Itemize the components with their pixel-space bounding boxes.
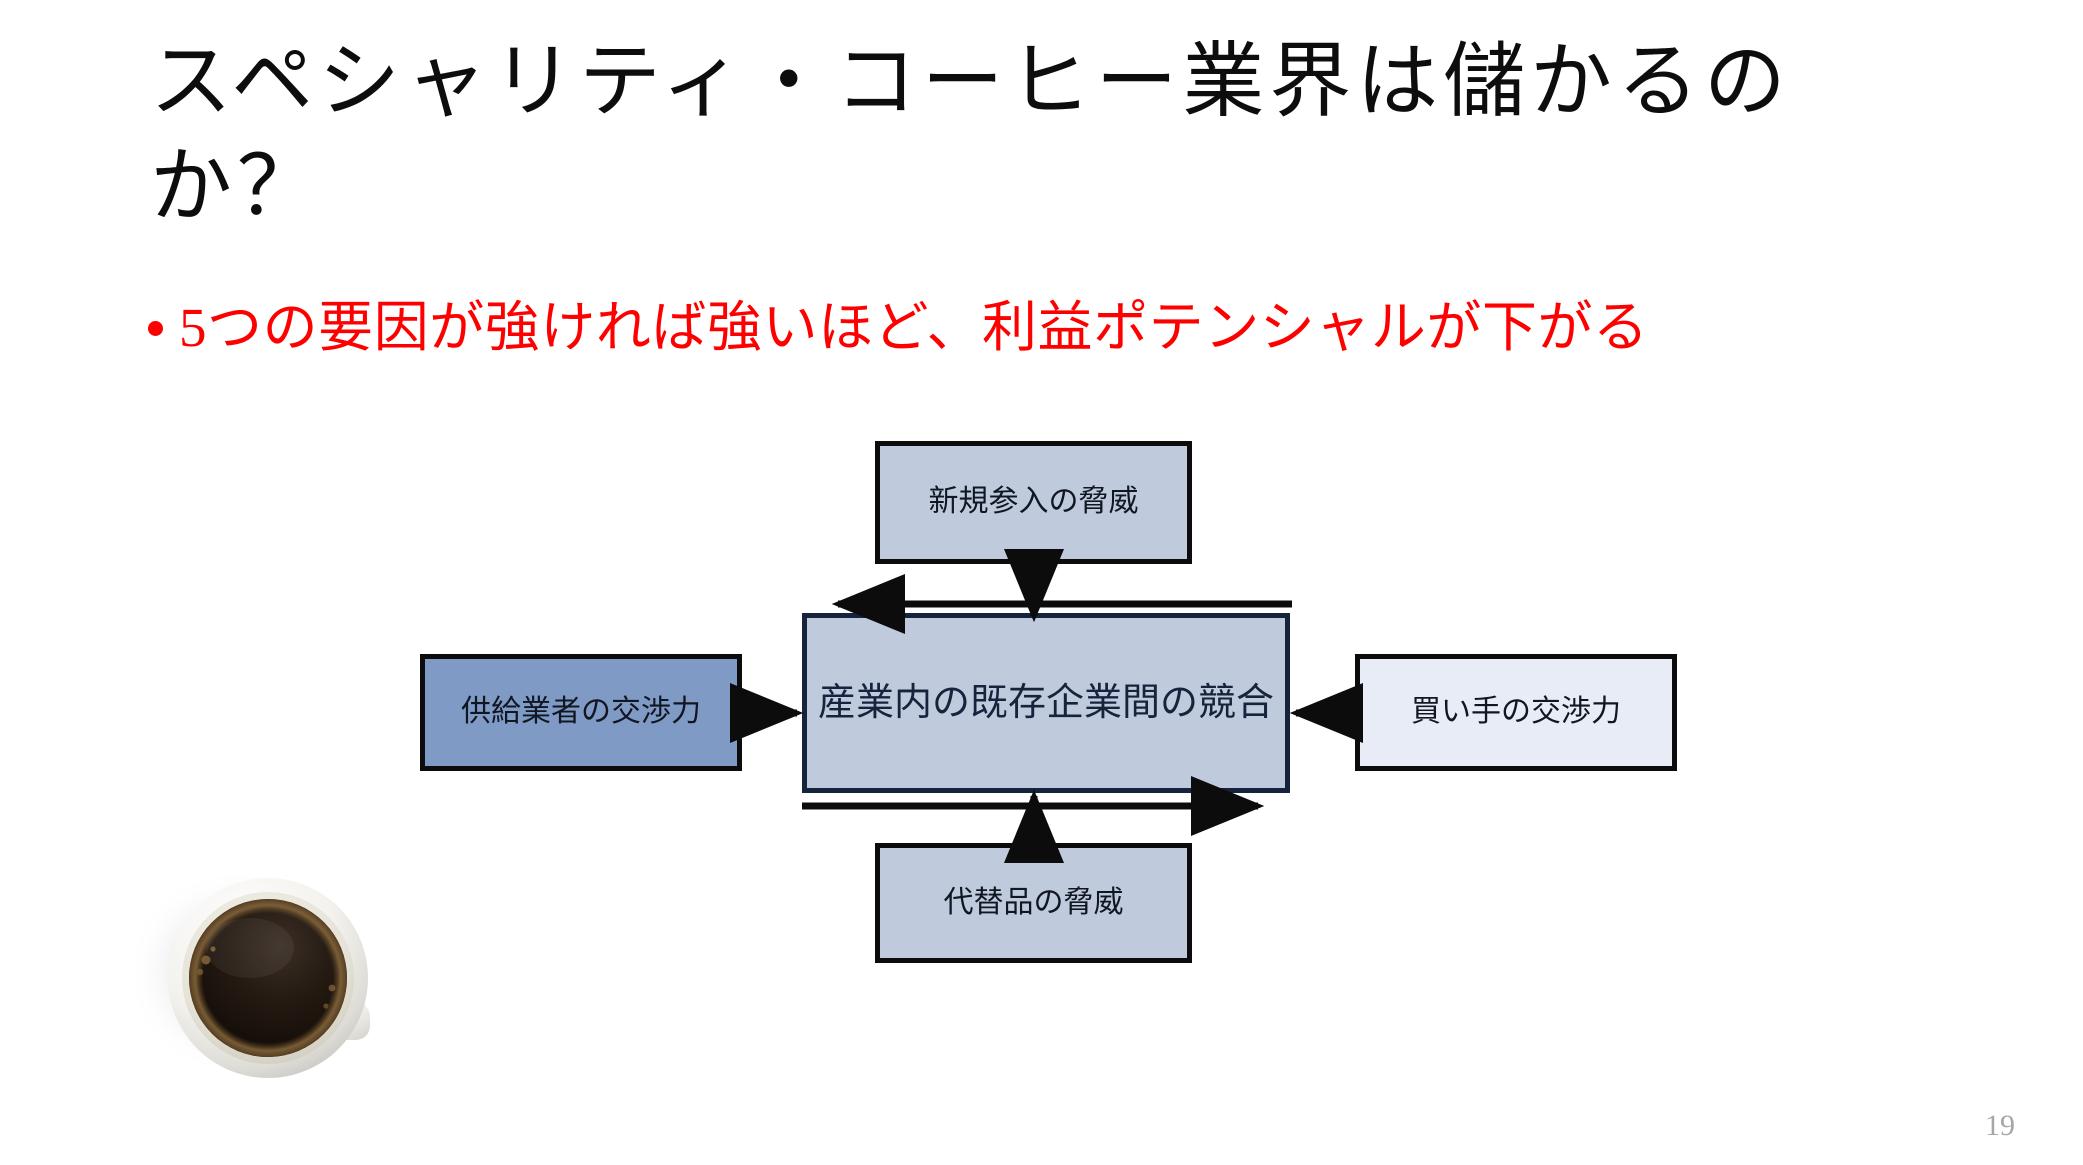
coffee-cup-image bbox=[120, 820, 420, 1100]
diagram-node-new-entrants[interactable]: 新規参入の脅威 bbox=[875, 441, 1192, 564]
bullet-list-item: 5つの要因が強ければ強いほど、利益ポテンシャルが下がる bbox=[148, 296, 1649, 359]
bullet-text: 5つの要因が強ければ強いほど、利益ポテンシャルが下がる bbox=[179, 297, 1649, 358]
bullet-marker-icon bbox=[148, 321, 163, 336]
page-number: 19 bbox=[1985, 1109, 2015, 1142]
diagram-node-substitutes[interactable]: 代替品の脅威 bbox=[875, 843, 1192, 963]
diagram-node-suppliers[interactable]: 供給業者の交渉力 bbox=[420, 654, 742, 771]
diagram-node-rivalry[interactable]: 産業内の既存企業間の競合 bbox=[802, 613, 1290, 793]
page-title: スペシャリティ・コーヒー業界は儲かるのか？ bbox=[150, 36, 1791, 232]
diagram-node-buyers[interactable]: 買い手の交渉力 bbox=[1355, 654, 1677, 771]
